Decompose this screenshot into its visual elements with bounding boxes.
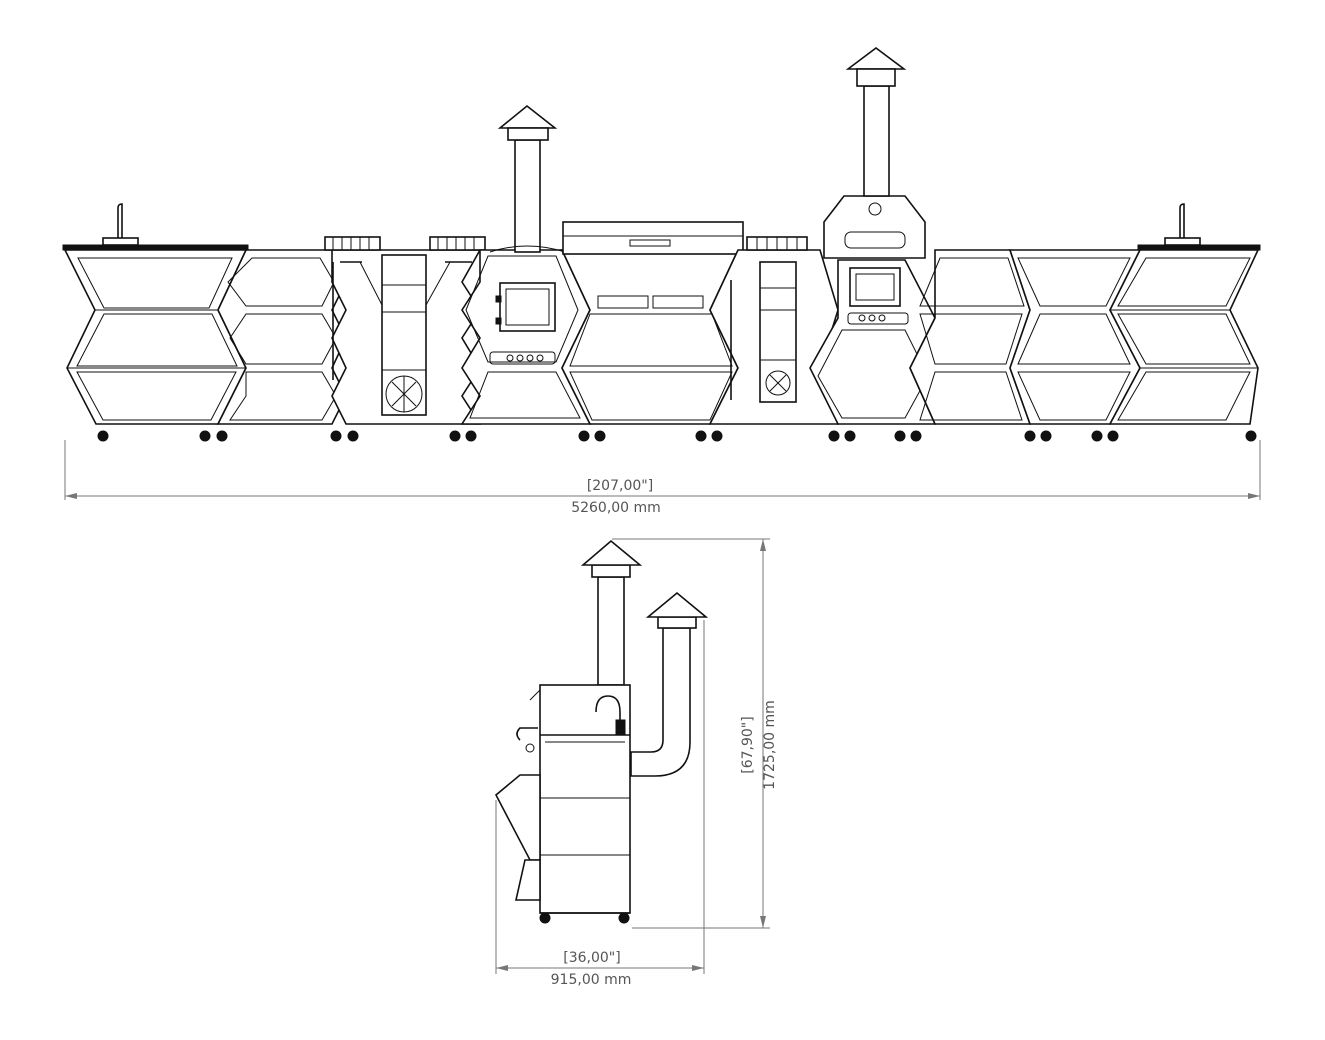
sink-module-right xyxy=(1108,203,1261,425)
height-dimension: [67,90"] 1725,00 mm xyxy=(612,538,778,929)
front-casters xyxy=(97,430,1257,442)
width-dimension: [207,00"] 5260,00 mm xyxy=(64,440,1261,516)
cabinet-module-8 xyxy=(909,249,1032,425)
height-inches-label: [67,90"] xyxy=(740,716,756,773)
side-chimney-bent xyxy=(630,591,709,777)
wood-rack-right xyxy=(429,236,486,251)
depth-mm-label: 915,00 mm xyxy=(551,972,632,988)
smoker-module xyxy=(324,236,486,425)
side-elevation: [67,90"] 1725,00 mm [36,00"] 915,00 mm xyxy=(494,538,778,988)
oven-chimney xyxy=(489,104,566,253)
cabinet-module-2 xyxy=(216,249,347,425)
cabinet-module-9 xyxy=(1008,249,1142,425)
narrow-smoker-module xyxy=(708,236,840,425)
width-mm-label: 5260,00 mm xyxy=(571,500,661,516)
depth-inches-label: [36,00"] xyxy=(563,950,620,966)
depth-dimension: [36,00"] 915,00 mm xyxy=(495,620,705,988)
oven-module xyxy=(460,104,592,425)
width-inches-label: [207,00"] xyxy=(587,478,653,494)
griddle-module xyxy=(560,221,744,425)
control-knobs-pizza xyxy=(847,312,909,325)
height-mm-label: 1725,00 mm xyxy=(762,700,778,790)
front-elevation: [207,00"] 5260,00 mm xyxy=(62,47,1261,516)
control-knobs-oven xyxy=(489,351,556,365)
side-chimney-tall xyxy=(580,539,643,686)
pizza-oven-chimney xyxy=(845,47,907,197)
wood-rack-left xyxy=(324,236,381,251)
wood-rack-center xyxy=(746,236,808,251)
